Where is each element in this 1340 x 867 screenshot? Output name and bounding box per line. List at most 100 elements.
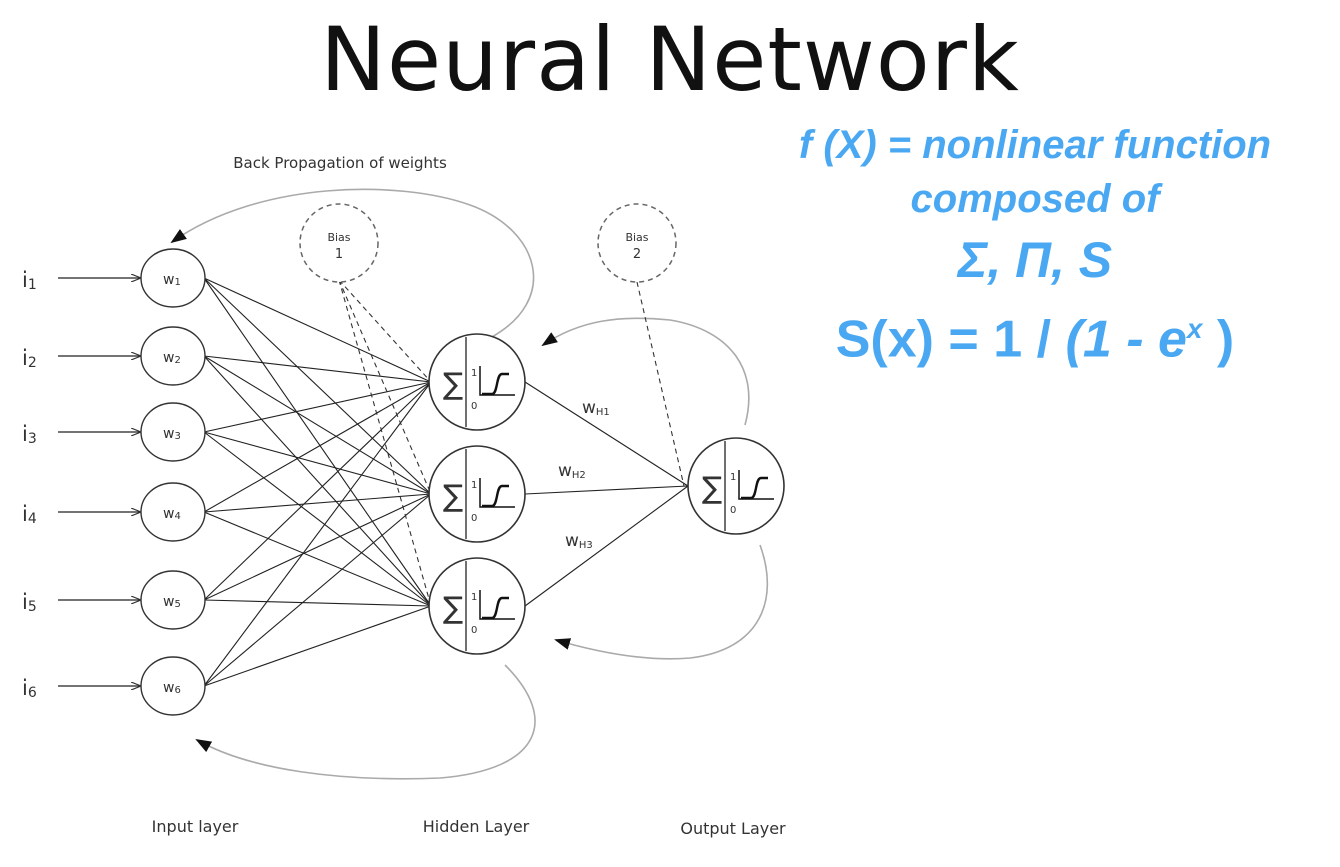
sigmoid-curve [482,596,509,620]
sigmoid-curve [482,372,509,396]
weight-node-3 [140,402,206,462]
connection-h1-out [524,381,689,487]
hidden-neuron-2: ∑ 1 0 [428,445,526,543]
activation-axes [479,590,515,620]
hidden-output-connections [524,381,689,607]
weight-node-label-4: w4 [163,506,181,522]
bias-node-2: Bias 2 [597,203,677,283]
back-propagation-label: Back Propagation of weights [233,154,447,172]
activation-zero: 0 [471,401,477,412]
weight-label-h3: wH3 [565,531,593,551]
sigmoid-curve [482,484,509,508]
output-layer-label: Output Layer [680,819,786,838]
bias-1-number: 1 [335,247,343,262]
connection-i2-h1 [203,355,432,383]
weight-node-label-3: w3 [163,426,181,442]
formula-fx: f (X) [798,123,877,167]
sum-symbol: ∑ [443,591,463,626]
connection-i5-h1 [203,381,432,601]
sum-symbol: ∑ [702,471,722,506]
bias-2-connection [636,281,685,487]
connection-i3-h1 [203,381,432,433]
output-neuron: ∑10 [687,437,785,535]
input-layer-label: Input layer [152,817,239,836]
backprop-arc-top [170,188,535,339]
activation-one: 1 [730,472,736,483]
connection-i1-h3 [203,277,432,607]
bias-1-connection-h3 [338,279,432,607]
input-label-2: i2 [22,346,37,371]
activation-axes [479,478,515,508]
activation-one: 1 [471,592,477,603]
bias-1-connection-h1 [338,279,432,383]
connection-i6-h2 [203,493,432,687]
sigmoid-lhs: S(x) = 1 / [835,310,1066,369]
input-6: i6 w6 [22,656,206,716]
connection-i5-h3 [203,599,432,607]
backprop-arc-output-bottom [554,544,769,660]
connection-i6-h3 [203,605,432,687]
input-label-1: i1 [22,268,37,293]
bias-connections [338,279,685,607]
sum-symbol: ∑ [443,367,463,402]
connection-i4-h1 [203,381,432,513]
input-3: i3 w3 [22,402,206,462]
sigmoid-close: ) [1202,310,1235,369]
activation-one: 1 [471,368,477,379]
connection-h2-out [524,485,689,495]
bias-node-1: Bias 1 [299,203,379,283]
weight-node-5 [140,570,206,630]
formula-line-2: composed of [910,177,1160,221]
weight-node-label-1: w1 [163,272,181,288]
backprop-arc-bottom [195,664,536,780]
weight-node-label-2: w2 [163,350,181,366]
hidden-layer-label: Hidden Layer [423,817,530,836]
input-5: i5 w5 [22,570,206,630]
backprop-arc-output-top [541,317,750,426]
output-layer: ∑10 [687,437,785,535]
weight-node-4 [140,482,206,542]
input-label-4: i4 [22,502,37,527]
activation-axes [479,366,515,396]
weight-node-1 [140,248,206,308]
bias-1-label: Bias [327,231,350,244]
input-label-6: i6 [22,676,37,701]
sigmoid-exponent: x [1186,313,1203,344]
weight-node-label-5: w5 [163,594,181,610]
connection-i2-h3 [203,355,432,607]
input-label-3: i3 [22,422,37,447]
formula-nonlinear: = nonlinear function [876,123,1272,167]
input-layer: i1 w1 i2 w2 i3 w3 i4 w4 i5 w5 i6 w6 [22,248,206,716]
formula-line-4: S(x) = 1 / (1 - ex ) [730,294,1340,374]
input-label-5: i5 [22,590,37,615]
connection-i3-h2 [203,431,432,495]
connection-i5-h2 [203,493,432,601]
input-1: i1 w1 [22,248,206,308]
weight-node-2 [140,326,206,386]
hidden-neuron-1: ∑ 1 0 [428,333,526,431]
slide-title: Neural Network [320,8,1020,111]
input-2: i2 w2 [22,326,206,386]
sigmoid-open: (1 - e [1065,310,1187,369]
weight-node-6 [140,656,206,716]
connection-i1-h1 [203,277,432,383]
bias-2-number: 2 [633,247,641,262]
weight-node-label-6: w6 [163,680,181,696]
input-hidden-connections [203,277,432,687]
connection-i3-h3 [203,431,432,607]
connection-i4-h3 [203,511,432,607]
activation-axes [738,470,774,500]
activation-zero: 0 [471,625,477,636]
activation-zero: 0 [471,513,477,524]
activation-one: 1 [471,480,477,491]
bias-1-connection-h2 [338,279,432,495]
connection-h3-out [524,485,689,607]
weight-label-h2: wH2 [558,461,586,481]
formula-block: f (X) = nonlinear function composed of Σ… [730,118,1340,374]
hidden-neuron-3: ∑ 1 0 [428,557,526,655]
connection-i4-h2 [203,493,432,513]
sum-symbol: ∑ [443,479,463,514]
sigmoid-curve [741,476,768,500]
bias-2-label: Bias [625,231,648,244]
